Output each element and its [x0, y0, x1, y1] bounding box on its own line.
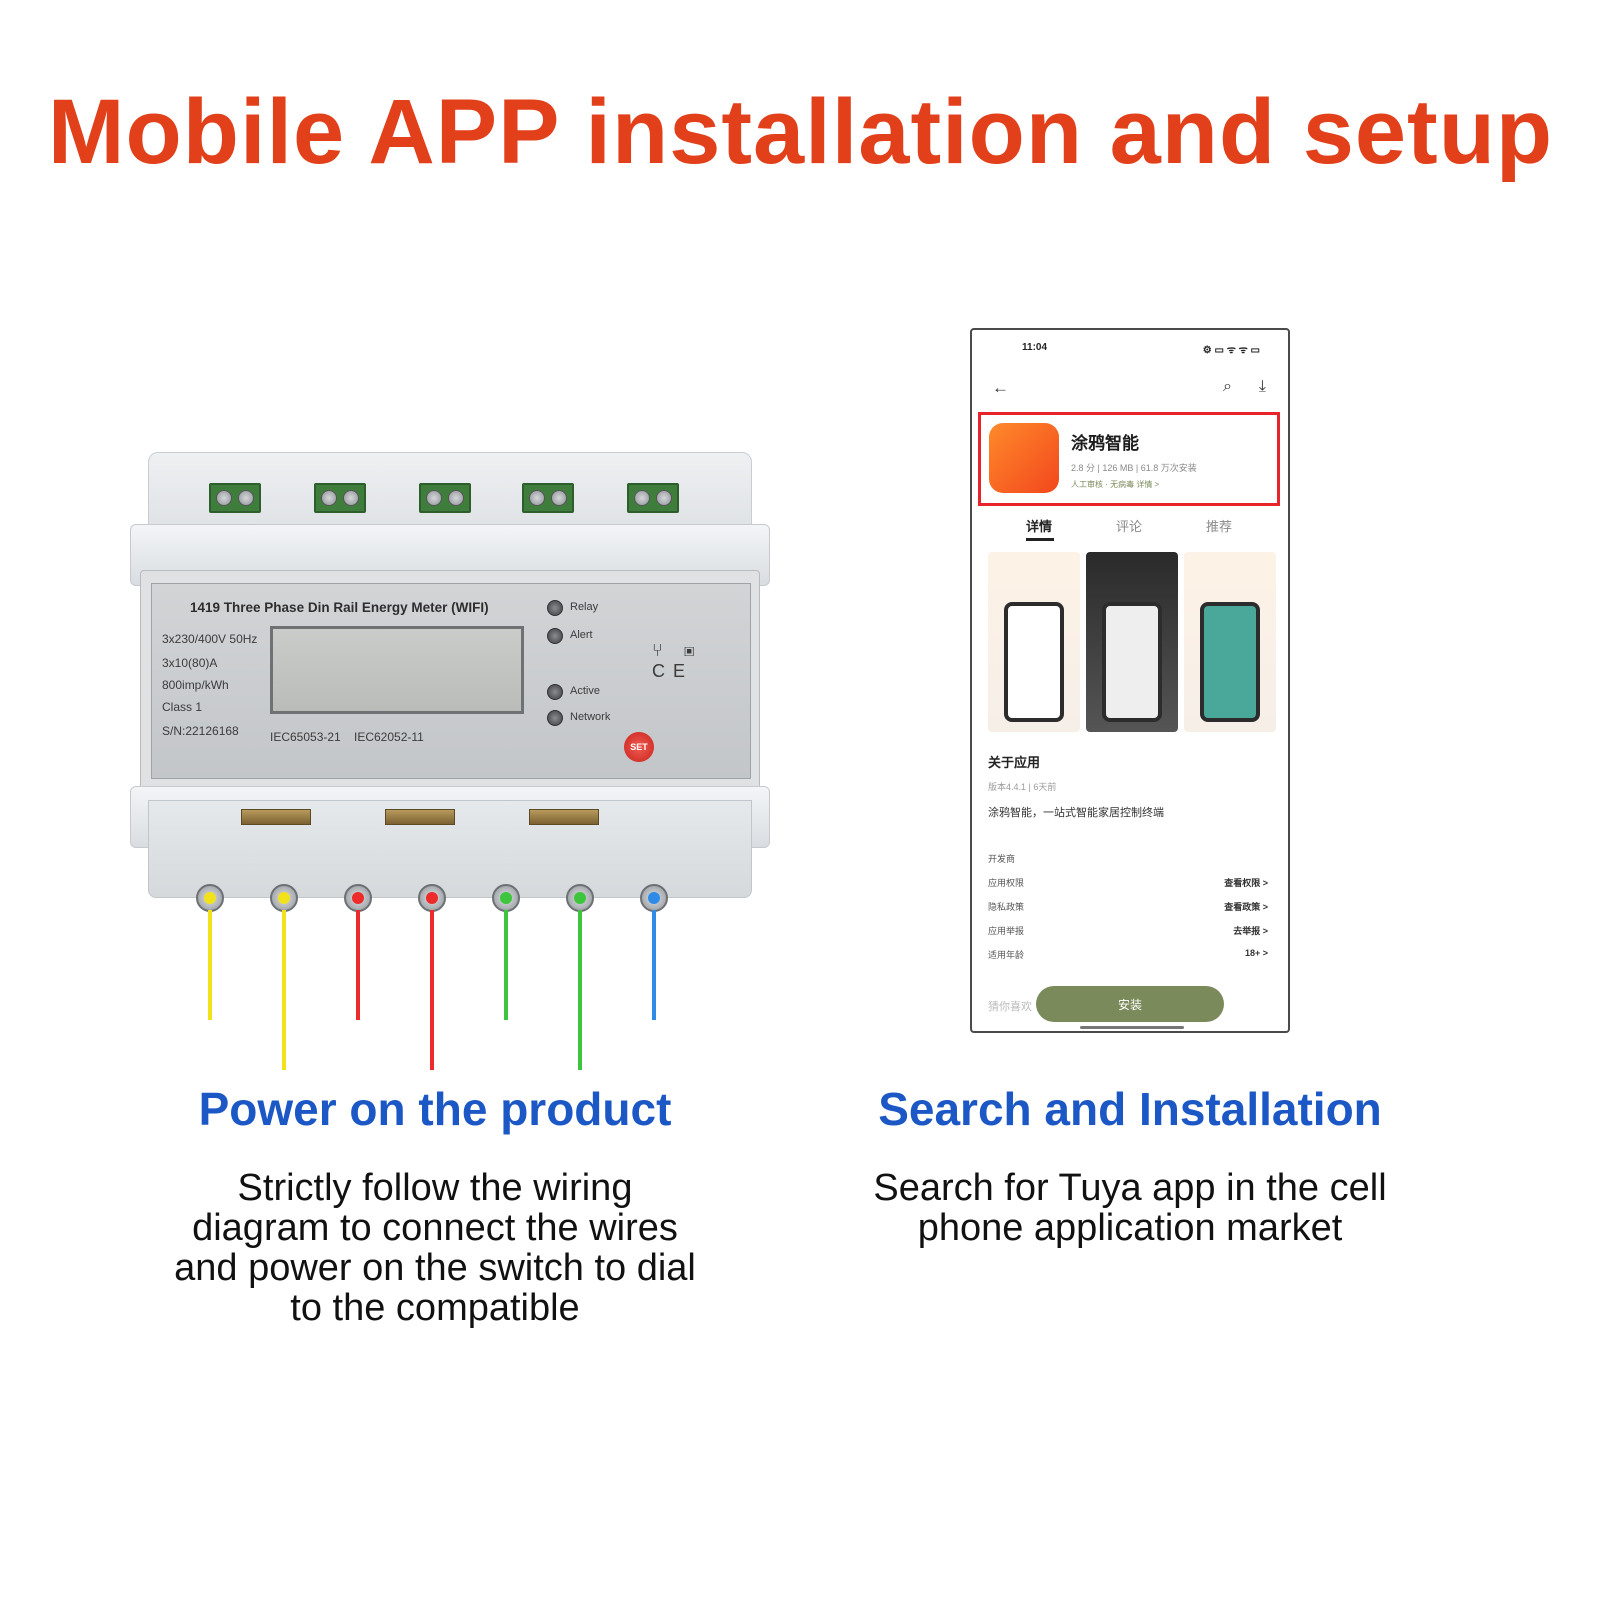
bus-bar — [529, 809, 599, 825]
indicator-label: Active — [570, 685, 600, 697]
connection-wire — [430, 910, 434, 1070]
info-row-link[interactable]: 查看权限 > — [1224, 878, 1268, 888]
tab-reviews[interactable]: 评论 — [1116, 519, 1143, 534]
info-row-link[interactable]: 去举报 > — [1233, 926, 1268, 936]
caption-line: Search for Tuya app in the cell — [873, 1167, 1387, 1209]
install-button[interactable]: 安装 — [1036, 986, 1224, 1022]
about-app-heading: 关于应用 — [988, 755, 1041, 770]
meter-spec: 3x230/400V 50Hz — [162, 632, 258, 646]
terminal-block — [627, 483, 679, 513]
left-caption-title: Power on the product — [198, 1083, 672, 1135]
info-row-label: 开发商 — [988, 854, 1016, 864]
app-tag: 人工审核 · 无病毒 详情 > — [1071, 480, 1160, 489]
meter-top-terminals — [148, 452, 752, 532]
download-icon[interactable]: ⤓ — [1258, 378, 1266, 395]
right-caption-title: Search and Installation — [878, 1083, 1382, 1135]
app-highlight-card[interactable]: 涂鸦智能 2.8 分 | 126 MB | 61.8 万次安装 人工审核 · 无… — [978, 412, 1280, 506]
app-tabs: 详情 评论 推荐 — [972, 516, 1288, 546]
meter-faceplate: 1419 Three Phase Din Rail Energy Meter (… — [140, 570, 760, 792]
meter-standard: IEC65053-21 — [270, 730, 341, 744]
info-row-link[interactable]: 查看政策 > — [1224, 902, 1268, 912]
info-row-label: 适用年龄 — [988, 950, 1025, 960]
status-time: 11:04 — [1022, 342, 1048, 353]
bus-bar — [241, 809, 311, 825]
indicator-label: Alert — [570, 629, 593, 641]
right-caption-text: Search for Tuya app in the cell phone ap… — [810, 1168, 1450, 1248]
info-row-label: 应用举报 — [988, 926, 1025, 936]
certification-icons: ⑂ ▣ CE — [652, 640, 703, 681]
back-arrow-icon[interactable]: ← — [992, 378, 1009, 397]
meter-spec: 3x10(80)A — [162, 656, 218, 670]
terminal-screw — [418, 884, 446, 912]
terminal-block — [419, 483, 471, 513]
info-row-label: 隐私政策 — [988, 902, 1025, 912]
terminal-block — [314, 483, 366, 513]
caption-line: and power on the switch to dial — [174, 1247, 696, 1289]
meter-spec: 800imp/kWh — [162, 678, 229, 692]
energy-meter-image: 1419 Three Phase Din Rail Energy Meter (… — [130, 440, 770, 1070]
app-name: 涂鸦智能 — [1071, 434, 1139, 453]
tab-details[interactable]: 详情 — [1026, 519, 1053, 534]
relay-indicator-icon — [547, 600, 563, 616]
active-indicator-icon — [547, 684, 563, 700]
terminal-screw — [344, 884, 372, 912]
tab-recommended[interactable]: 推荐 — [1206, 519, 1233, 534]
tuya-app-icon — [989, 423, 1059, 493]
search-icon[interactable]: ⌕ — [1223, 378, 1232, 395]
info-row-label: 应用权限 — [988, 878, 1025, 888]
app-meta: 2.8 分 | 126 MB | 61.8 万次安装 — [1071, 463, 1197, 473]
terminal-screw — [566, 884, 594, 912]
connection-wire — [578, 910, 582, 1070]
recommend-hint: 猜你喜欢 — [988, 1001, 1032, 1013]
indicator-label: Relay — [570, 601, 599, 613]
status-icons: ⚙ ▭ ᯤ ᯤ ▭ — [1202, 345, 1260, 356]
terminal-screw — [196, 884, 224, 912]
caption-line: phone application market — [917, 1207, 1343, 1249]
app-description: 涂鸦智能，一站式智能家居控制终端 — [988, 807, 1164, 819]
app-screenshot[interactable] — [1086, 552, 1178, 732]
connection-wire — [356, 910, 360, 1020]
app-version: 版本4.4.1 | 6天前 — [988, 782, 1057, 792]
connection-wire — [208, 910, 212, 1020]
meter-label-panel: 1419 Three Phase Din Rail Energy Meter (… — [151, 583, 751, 779]
meter-standard: IEC62052-11 — [354, 730, 424, 744]
home-indicator — [1080, 1026, 1184, 1029]
connection-wire — [504, 910, 508, 1020]
app-screenshot[interactable] — [988, 552, 1080, 732]
terminal-screw — [640, 884, 668, 912]
alert-indicator-icon — [547, 628, 563, 644]
page-title: Mobile APP installation and setup — [47, 81, 1554, 183]
indicator-label: Network — [570, 711, 611, 723]
terminal-block — [522, 483, 574, 513]
caption-line: to the compatible — [290, 1287, 580, 1329]
caption-line: Strictly follow the wiring — [237, 1167, 633, 1209]
set-button: SET — [624, 732, 654, 762]
app-screenshot[interactable] — [1184, 552, 1276, 732]
app-store-toolbar: ← ⌕ ⤓ — [972, 378, 1288, 402]
info-row-link[interactable]: 18+ > — [1244, 948, 1268, 958]
meter-serial: S/N:22126168 — [162, 724, 239, 738]
phone-screenshot: 11:04 ⚙ ▭ ᯤ ᯤ ▭ ← ⌕ ⤓ 涂鸦智能 2.8 分 | 126 M… — [970, 328, 1290, 1033]
left-caption-text: Strictly follow the wiring diagram to co… — [100, 1168, 770, 1328]
lcd-display — [270, 626, 524, 714]
bus-bar — [385, 809, 455, 825]
tab-underline — [1026, 538, 1054, 541]
meter-spec: Class 1 — [162, 700, 203, 714]
connection-wire — [282, 910, 286, 1070]
meter-model-name: 1419 Three Phase Din Rail Energy Meter (… — [190, 600, 489, 615]
meter-bottom-terminals — [148, 800, 752, 898]
network-indicator-icon — [547, 710, 563, 726]
terminal-screw — [270, 884, 298, 912]
terminal-screw — [492, 884, 520, 912]
terminal-block — [209, 483, 261, 513]
caption-line: diagram to connect the wires — [192, 1207, 678, 1249]
connection-wire — [652, 910, 656, 1020]
